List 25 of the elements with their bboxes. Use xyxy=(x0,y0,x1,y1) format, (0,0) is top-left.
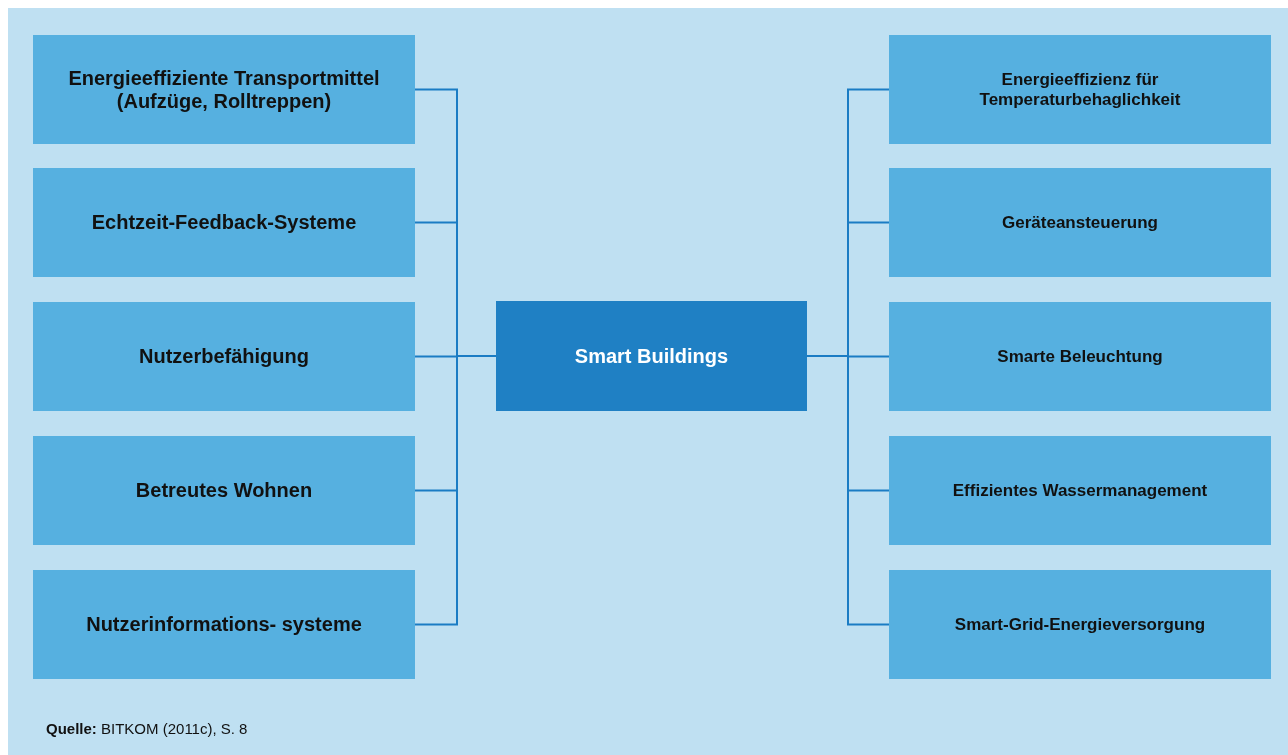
box-label: Energieeffiziente Transportmittel (Aufzüge, Rolltreppen) xyxy=(67,66,381,113)
box-label: Geräteansteuerung xyxy=(1002,212,1158,233)
topic-box xyxy=(33,168,415,277)
source-note: Quelle: BITKOM (2011c), S. 8 xyxy=(46,720,248,737)
box-label: Nutzerbefähigung xyxy=(139,345,309,368)
topic-box xyxy=(33,302,415,411)
topic-box xyxy=(33,35,415,144)
box-label: Energieeffizienz für Temperaturbehaglichkeit xyxy=(978,69,1182,110)
topic-box xyxy=(33,570,415,679)
topic-box xyxy=(889,436,1271,545)
central-topic-box xyxy=(496,301,807,411)
topic-box xyxy=(889,302,1271,411)
box-label: Smart-Grid-Energieversorgung xyxy=(954,614,1206,635)
box-label: Betreutes Wohnen xyxy=(135,479,313,502)
box-label: Nutzerinformations- systeme xyxy=(86,613,362,636)
box-label: Effizientes Wassermanagement xyxy=(952,480,1208,501)
connector-line xyxy=(414,355,497,626)
topic-box xyxy=(889,35,1271,144)
connector-line xyxy=(806,355,890,626)
box-label: Smarte Beleuchtung xyxy=(997,346,1163,367)
topic-box xyxy=(889,570,1271,679)
topic-box xyxy=(889,168,1271,277)
box-label: Smart Buildings xyxy=(574,344,729,368)
topic-box xyxy=(33,436,415,545)
box-label: Echtzeit-Feedback-Systeme xyxy=(91,211,357,234)
